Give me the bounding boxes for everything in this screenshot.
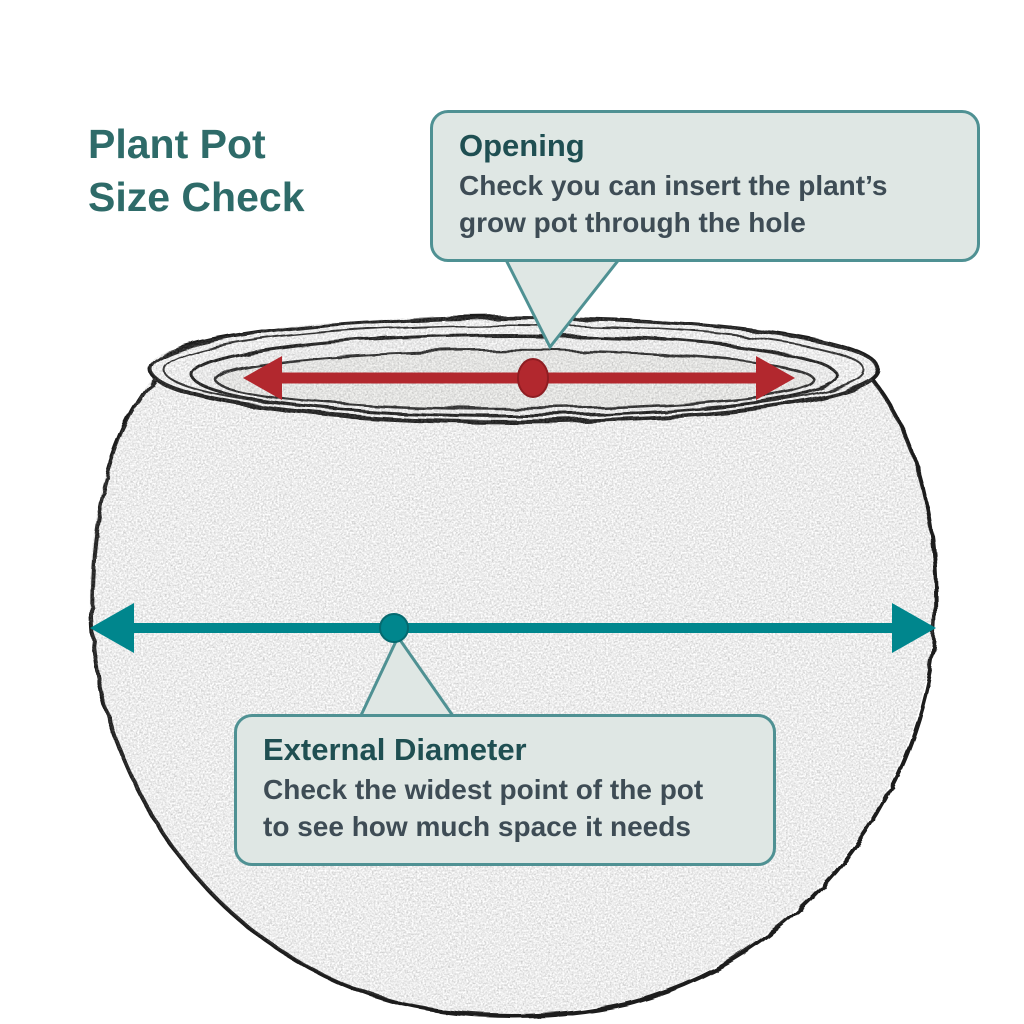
external-diameter-callout-text-line2: to see how much space it needs [263,810,691,842]
external-diameter-callout-heading: External Diameter [263,732,527,767]
opening-marker-dot [517,358,549,398]
opening-callout-text-line2: grow pot through the hole [459,206,806,238]
diameter-arrowhead-right [892,603,936,653]
opening-arrowhead-right [756,356,795,400]
page-title-line2: Size Check [88,174,305,221]
external-diameter-callout-text-line1: Check the widest point of the pot [263,774,704,806]
opening-callout: Opening Check you can insert the plant’s… [430,110,980,262]
opening-callout-text-line1: Check you can insert the plant’s [459,170,888,202]
opening-callout-heading: Opening [459,128,585,163]
page-title: Plant Pot Size Check [88,118,305,225]
external-diameter-arrow [90,603,936,653]
diameter-marker-dot [379,613,409,643]
page-title-line1: Plant Pot [88,121,266,167]
external-diameter-callout: External Diameter Check the widest point… [234,714,776,866]
diameter-arrowhead-left [90,603,134,653]
pot-stipple-texture [89,316,935,1014]
opening-arrowhead-left [243,356,282,400]
